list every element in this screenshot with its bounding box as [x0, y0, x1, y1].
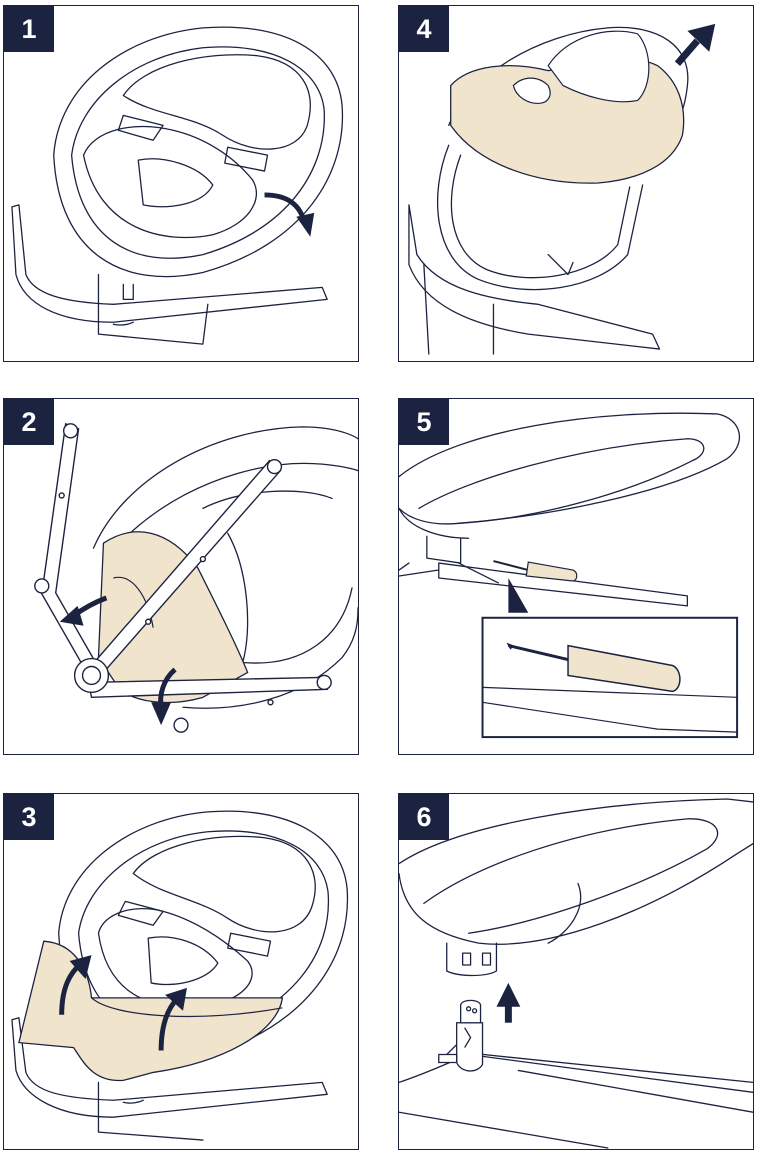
- step-6-panel: 6: [398, 793, 754, 1150]
- step-6-illustration: [399, 794, 753, 1149]
- step-number-badge: 1: [4, 6, 54, 52]
- seat-fabric-peel: [98, 532, 247, 703]
- step-5-panel: 5: [398, 398, 754, 755]
- step-2-panel: 2: [3, 398, 359, 755]
- screwdriver-small-icon: [493, 561, 576, 581]
- step-1-illustration: [4, 6, 358, 361]
- step-3-illustration: [4, 794, 358, 1149]
- step-number-badge: 2: [4, 399, 54, 445]
- step-2-illustration: [4, 399, 358, 754]
- step-number-badge: 4: [399, 6, 449, 52]
- step-number-badge: 5: [399, 399, 449, 445]
- step-number-badge: 3: [4, 794, 54, 840]
- step-5-illustration: [399, 399, 753, 754]
- step-number-badge: 6: [399, 794, 449, 840]
- step-3-panel: 3: [3, 793, 359, 1150]
- step-4-panel: 4: [398, 5, 754, 362]
- arrow-head-icon: [296, 213, 314, 237]
- screwdriver-detail-inset: [483, 618, 738, 737]
- step-1-panel: 1: [3, 5, 359, 362]
- arrow-head-icon: [151, 702, 171, 725]
- base-connector: [439, 1000, 483, 1071]
- arrow-head-icon: [496, 983, 520, 1007]
- step-4-illustration: [399, 6, 753, 361]
